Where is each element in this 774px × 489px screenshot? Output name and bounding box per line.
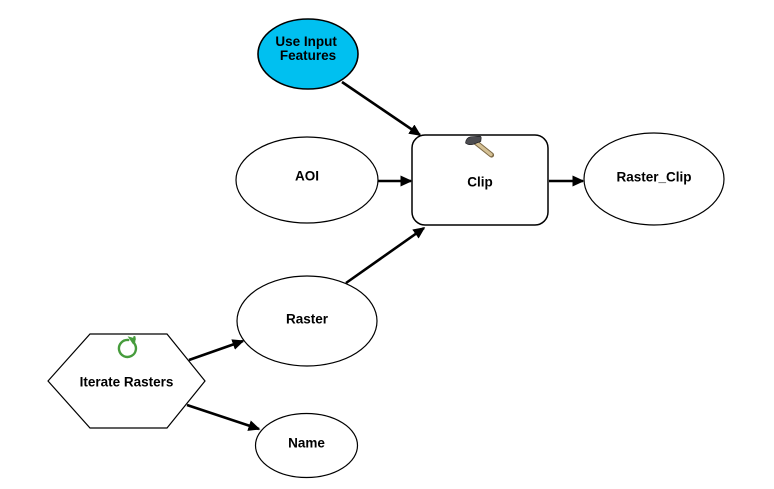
connectors xyxy=(186,80,585,431)
name-label: Name xyxy=(288,436,325,451)
hammer-icon xyxy=(465,135,495,158)
iterate-loop-icon xyxy=(117,336,138,359)
clip-rect[interactable] xyxy=(411,134,549,226)
node-raster[interactable]: Raster xyxy=(236,275,378,367)
node-iterate-rasters[interactable]: Iterate Rasters xyxy=(47,333,206,429)
use-input-features-ellipse[interactable] xyxy=(257,18,359,90)
node-aoi[interactable]: AOI xyxy=(235,136,379,224)
connector-use-input-features-to-clip[interactable] xyxy=(341,80,422,137)
node-clip[interactable]: Clip xyxy=(411,134,549,226)
iterate-rasters-hexagon[interactable] xyxy=(47,333,206,429)
raster-label: Raster xyxy=(286,312,329,327)
iterate-rasters-label: Iterate Rasters xyxy=(80,375,174,390)
name-ellipse[interactable] xyxy=(254,412,359,479)
connector-raster-to-clip[interactable] xyxy=(345,226,426,285)
raster-ellipse[interactable] xyxy=(236,275,378,367)
aoi-label: AOI xyxy=(295,169,319,184)
node-raster-clip[interactable]: Raster_Clip xyxy=(583,132,725,226)
use-input-features-label: Use Input Features xyxy=(275,34,340,63)
raster-clip-ellipse[interactable] xyxy=(583,132,725,226)
clip-label: Clip xyxy=(467,175,493,190)
connector-iterate-rasters-to-raster[interactable] xyxy=(188,339,245,362)
aoi-ellipse[interactable] xyxy=(235,136,379,224)
raster-clip-label: Raster_Clip xyxy=(616,170,691,185)
connector-iterate-rasters-to-name[interactable] xyxy=(186,403,261,431)
node-use-input-features[interactable]: Use Input Features xyxy=(257,18,359,90)
node-name[interactable]: Name xyxy=(254,412,359,479)
